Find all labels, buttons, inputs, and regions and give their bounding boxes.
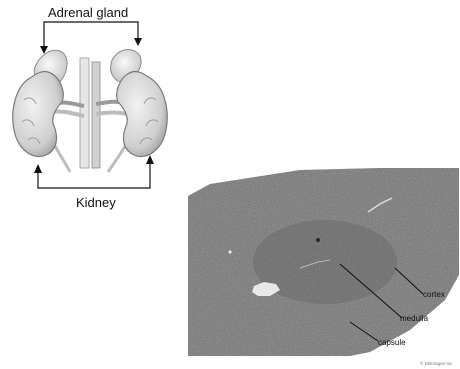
tissue-section: [180, 160, 460, 360]
capsule-label: capsule: [378, 338, 406, 347]
image-credit: © Delmagen Inc: [420, 361, 452, 366]
cortex-label: cortex: [423, 290, 445, 299]
medulla-label: medulla: [400, 314, 428, 323]
